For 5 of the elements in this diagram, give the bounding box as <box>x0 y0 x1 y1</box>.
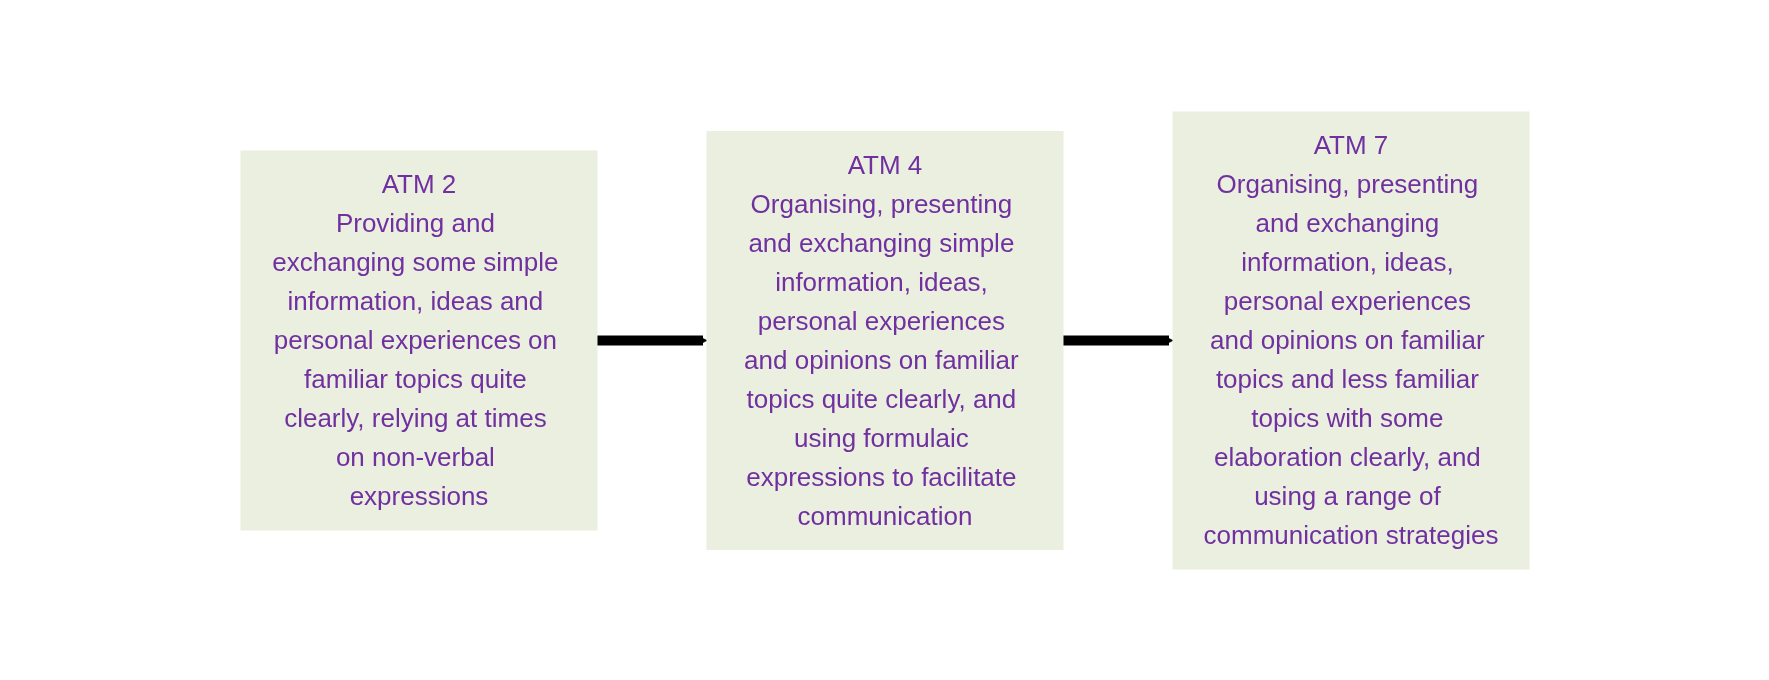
node-box: ATM 4 Organising, presenting and exchanging simple information, ideas, personal experiences and opinions on familiar topics quite clearly, and using formulaic expressions to facilitate communication <box>706 130 1063 550</box>
arrow <box>596 335 707 345</box>
arrow <box>1062 335 1173 345</box>
node-box: ATM 2 Providing and exchanging some simple information, ideas and personal experiences on familiar topics quite clearly, relying at times on non-verbal expressions <box>240 150 597 530</box>
node-box: ATM 7 Organising, presenting and exchanging information, ideas, personal experiences and opinions on familiar topics and less familiar topics with some elaboration clearly, and using a range of communication strategies <box>1172 111 1529 569</box>
